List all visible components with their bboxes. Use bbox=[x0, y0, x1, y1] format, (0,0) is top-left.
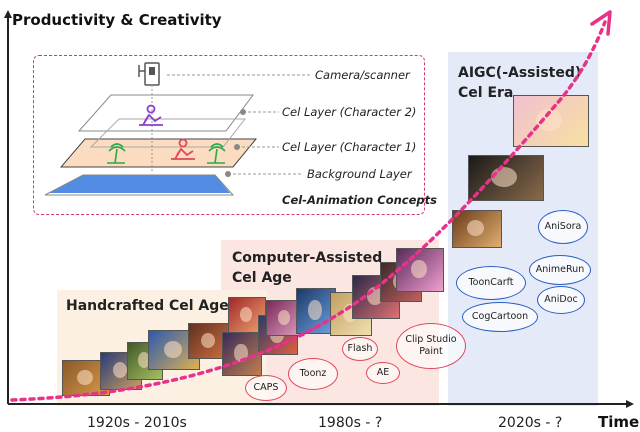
background-layer-shape bbox=[48, 175, 230, 193]
tool-bubble-clip-studio-paint: Clip Studio Paint bbox=[396, 323, 466, 369]
animation-still-thumbnail bbox=[452, 210, 502, 248]
cel-layer-illustration bbox=[44, 62, 311, 196]
aigc-era-label-line1: AIGC(-Assisted) bbox=[458, 65, 582, 81]
computer-era-label-line1: Computer-Assisted bbox=[232, 250, 383, 266]
tool-bubble-tooncarft: ToonCarft bbox=[456, 266, 526, 300]
tool-bubble-anidoc: AniDoc bbox=[537, 286, 585, 314]
concept-box-title: Cel-Animation Concepts bbox=[282, 193, 437, 207]
palm-tree-icon bbox=[107, 143, 126, 164]
x-axis-title: Time bbox=[598, 413, 640, 431]
y-axis-title: Productivity & Creativity bbox=[12, 11, 222, 29]
x-tick-label: 1980s - ? bbox=[318, 415, 383, 431]
tool-bubble-ae: AE bbox=[366, 362, 400, 384]
animation-still-thumbnail bbox=[296, 288, 336, 334]
tool-bubble-toonz: Toonz bbox=[288, 358, 338, 390]
layer-label-cel-2: Cel Layer (Character 2) bbox=[282, 105, 417, 119]
character-icon bbox=[139, 104, 163, 126]
x-tick-label: 2020s - ? bbox=[498, 415, 563, 431]
x-tick-label: 1920s - 2010s bbox=[87, 415, 187, 431]
tool-bubble-caps: CAPS bbox=[245, 375, 287, 401]
cel-layer-1-shape bbox=[59, 138, 258, 168]
handcrafted-era-label: Handcrafted Cel Age bbox=[66, 298, 229, 314]
layer-label-background: Background Layer bbox=[307, 167, 412, 181]
tool-bubble-anisora: AniSora bbox=[538, 210, 588, 244]
tool-bubble-animerun: AnimeRun bbox=[529, 255, 591, 285]
palm-tree-icon bbox=[207, 143, 226, 164]
layer-label-camera: Camera/scanner bbox=[315, 68, 410, 82]
cel-layer-2-shape bbox=[77, 94, 254, 132]
computer-era-label-line2: Cel Age bbox=[232, 270, 292, 286]
tool-bubble-cogcartoon: CogCartoon bbox=[462, 302, 538, 332]
character-icon bbox=[171, 138, 195, 160]
aigc-era-label-line2: Cel Era bbox=[458, 85, 514, 101]
tool-bubble-flash: Flash bbox=[342, 337, 378, 361]
animation-still-thumbnail bbox=[396, 248, 444, 292]
layer-label-cel-1: Cel Layer (Character 1) bbox=[282, 140, 417, 154]
